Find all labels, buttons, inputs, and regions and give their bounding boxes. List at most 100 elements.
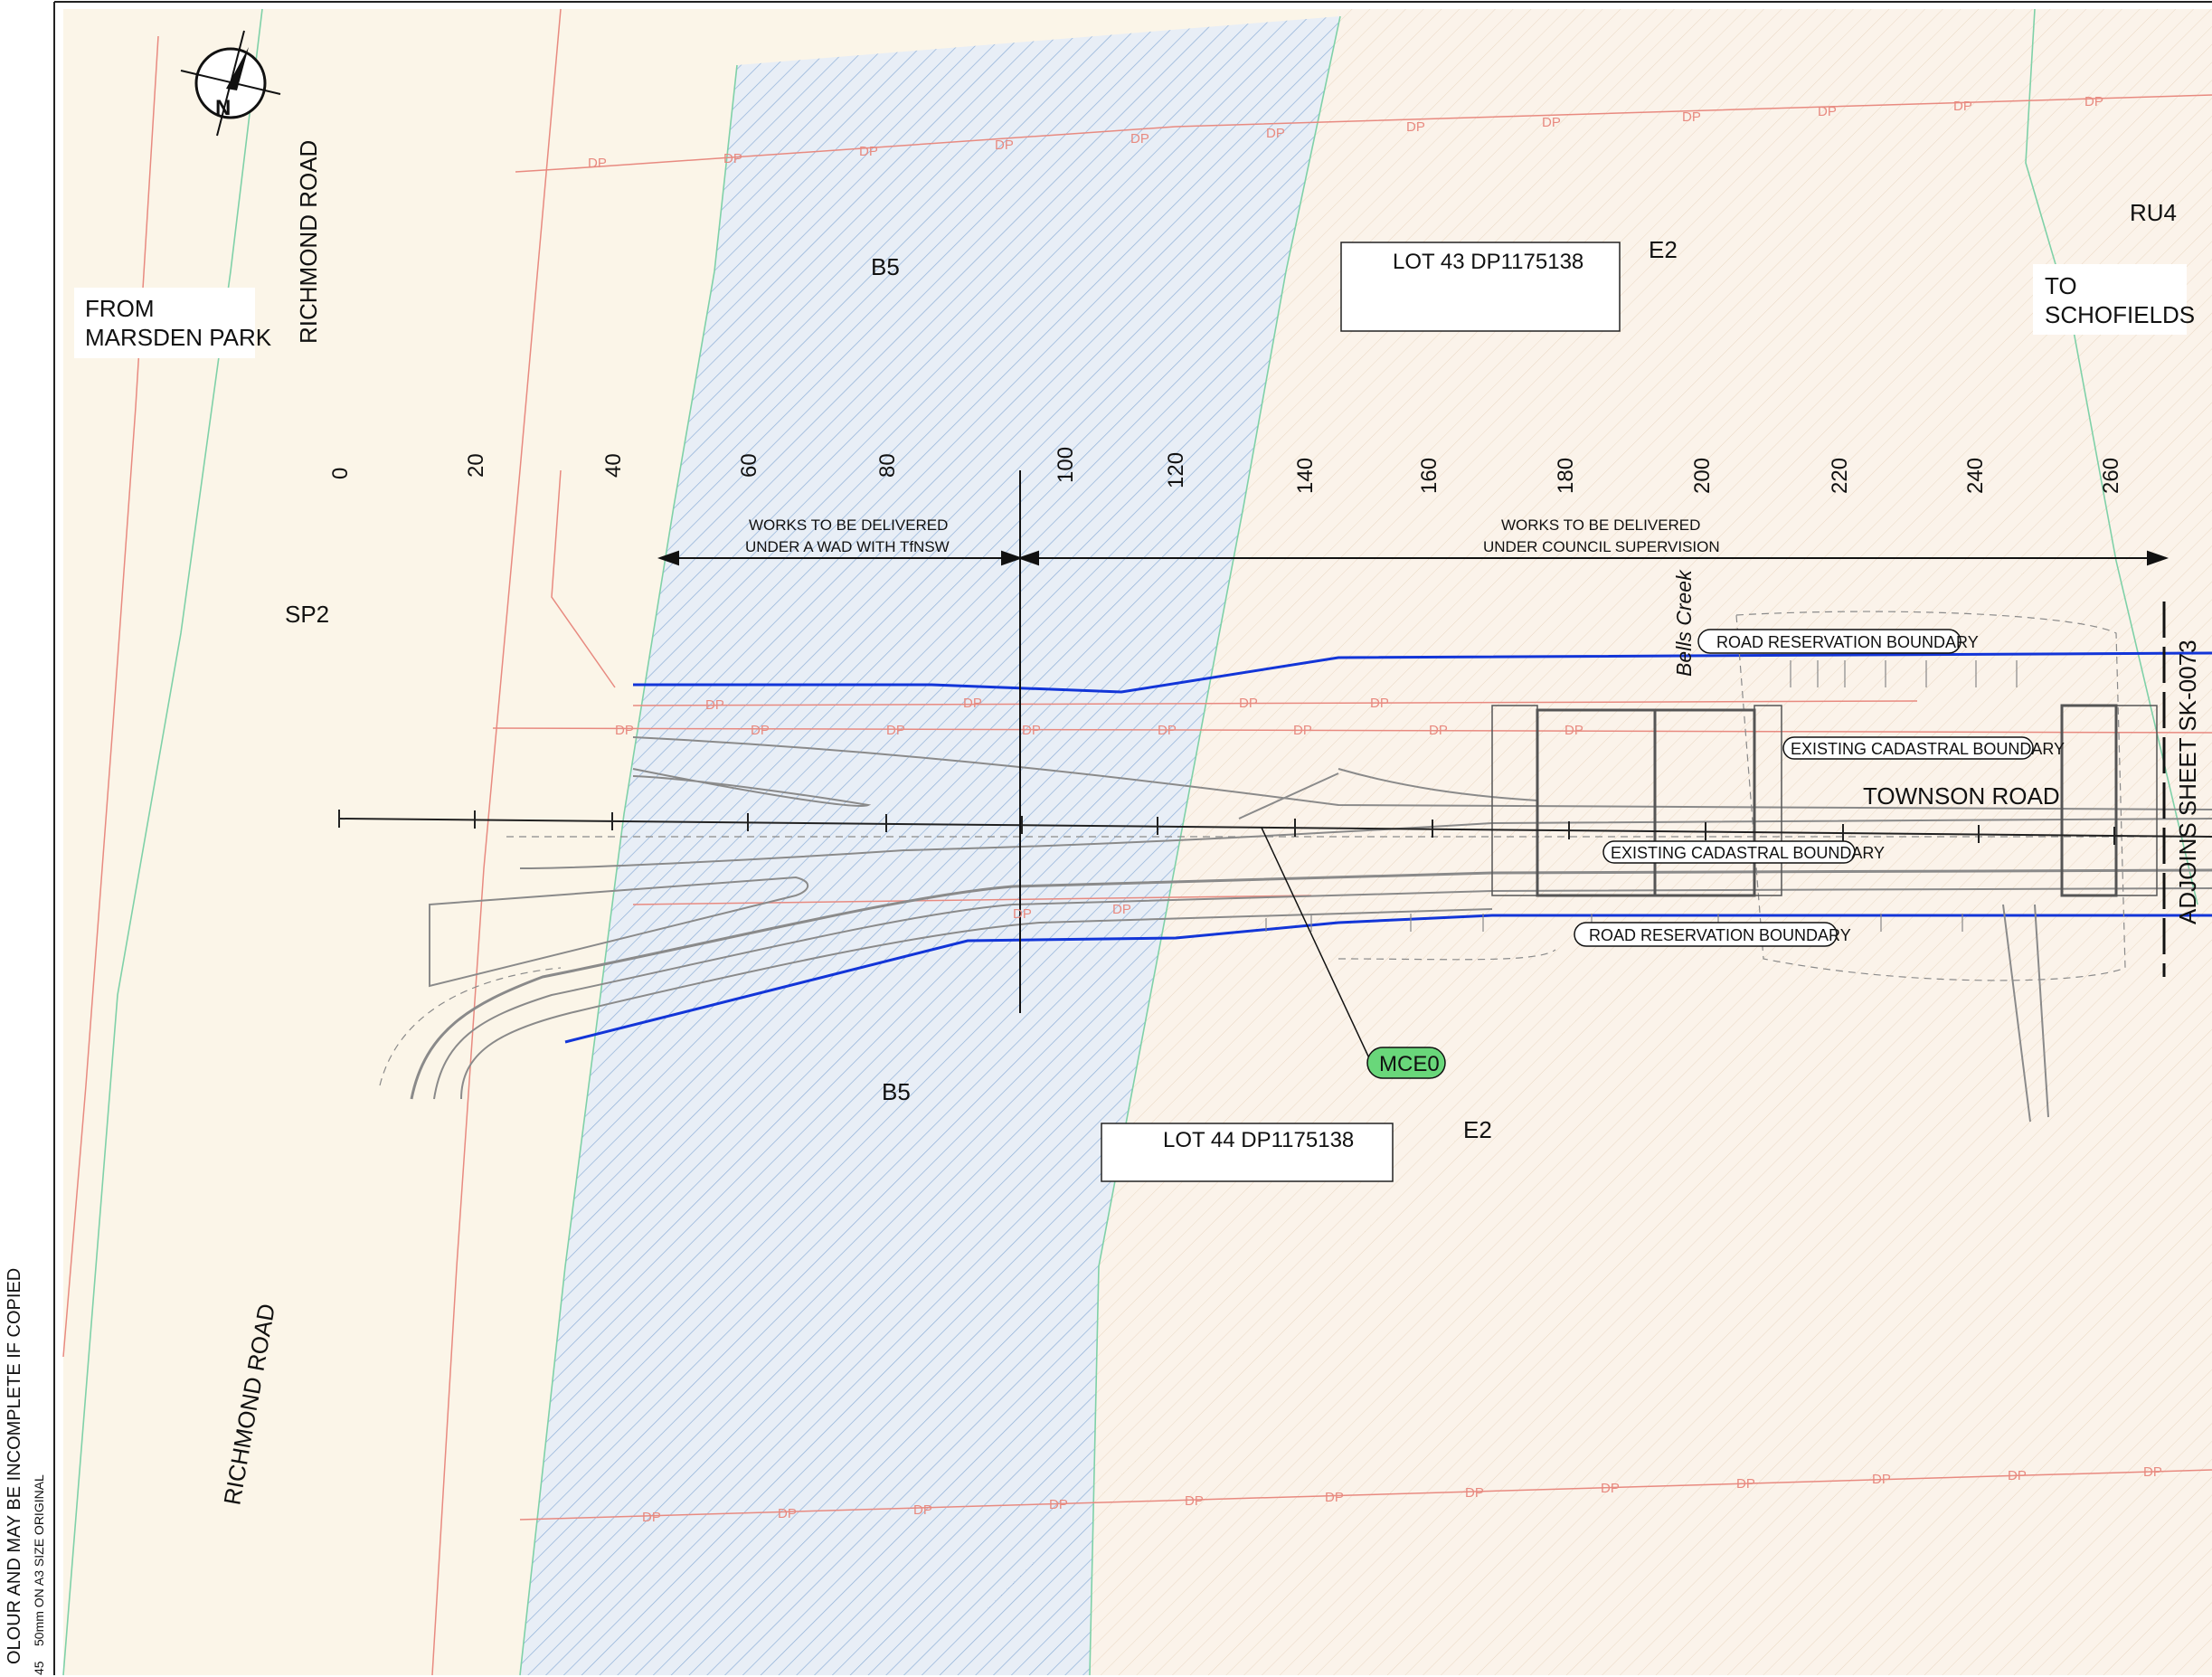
svg-text:DP: DP <box>1112 902 1131 917</box>
dp-labels: DP DP DP DP DP DP DP DP DP DP DP DP DP D… <box>588 94 2162 1525</box>
svg-text:DP: DP <box>1736 1476 1755 1492</box>
road-reservation-tag-bottom <box>1574 922 1838 947</box>
works-extent-dimension <box>657 470 2169 1013</box>
chainage-labels: 0 20 40 60 80 100 120 140 160 180 200 22… <box>328 447 2123 494</box>
svg-text:DP: DP <box>1013 906 1032 922</box>
svg-text:100: 100 <box>1054 447 1078 483</box>
zone-label-sp2: SP2 <box>285 601 329 628</box>
svg-text:DP: DP <box>2143 1464 2162 1480</box>
from-label-backdrop <box>74 288 255 358</box>
svg-text:DP: DP <box>751 723 770 738</box>
svg-text:DP: DP <box>859 144 878 159</box>
svg-text:DP: DP <box>963 696 982 711</box>
svg-text:DP: DP <box>886 723 905 738</box>
svg-text:120: 120 <box>1164 452 1188 488</box>
works-wad-line2: UNDER A WAD WITH TfNSW <box>745 538 950 555</box>
svg-text:DP: DP <box>913 1502 932 1518</box>
cadastral-tag-top <box>1782 736 2034 760</box>
from-label-line2: MARSDEN PARK <box>85 324 272 351</box>
svg-text:DP: DP <box>2008 1468 2027 1483</box>
to-label-line1: TO <box>2045 272 2077 299</box>
svg-text:DP: DP <box>1370 696 1389 711</box>
scale-note: 50mm ON A3 SIZE ORIGINAL <box>32 1474 46 1646</box>
zone-label-e2-bottom: E2 <box>1463 1116 1492 1143</box>
cadastral-tag-mid-text: EXISTING CADASTRAL BOUNDARY <box>1611 844 1885 862</box>
svg-text:DP: DP <box>1158 723 1177 738</box>
svg-text:260: 260 <box>2099 458 2123 494</box>
svg-text:0: 0 <box>328 468 353 479</box>
zone-boundary-green <box>62 8 263 1676</box>
svg-text:DP: DP <box>1049 1497 1068 1512</box>
svg-text:20: 20 <box>464 453 488 478</box>
bells-creek-label: Bells Creek <box>1672 569 1696 677</box>
svg-text:DP: DP <box>1818 104 1837 119</box>
copy-note: OLOUR AND MAY BE INCOMPLETE IF COPIED <box>5 1268 24 1664</box>
zone-label-e2-top: E2 <box>1649 236 1678 263</box>
svg-text:80: 80 <box>875 453 900 478</box>
dp-boundary-line <box>515 94 2212 173</box>
road-alignment-dashed <box>379 611 2212 1086</box>
svg-text:DP: DP <box>1325 1490 1344 1505</box>
dp-boundary-line <box>632 895 1312 905</box>
road-reservation-tag-top-text: ROAD RESERVATION BOUNDARY <box>1716 633 1979 651</box>
road-reservation-boundary-top <box>633 651 2212 694</box>
mce-leader-line <box>1261 827 1371 1061</box>
svg-text:140: 140 <box>1293 458 1318 494</box>
to-label-line2: SCHOFIELDS <box>2045 301 2195 328</box>
road-reservation-tag-bottom-text: ROAD RESERVATION BOUNDARY <box>1589 926 1851 944</box>
svg-text:DP: DP <box>1022 723 1041 738</box>
works-council-line2: UNDER COUNCIL SUPERVISION <box>1483 538 1720 555</box>
svg-text:60: 60 <box>737 453 761 478</box>
lot-44-box <box>1101 1123 1394 1182</box>
chainage-baseline <box>338 818 2212 838</box>
adjoins-sheet-label: ADJOINS SHEET SK-0073 <box>2174 640 2201 924</box>
svg-text:DP: DP <box>1406 119 1425 135</box>
dp-boundary-line <box>632 700 1918 706</box>
north-arrow-icon: N <box>180 30 281 137</box>
road-reservation-tag-top <box>1697 629 1961 654</box>
svg-text:40: 40 <box>601 453 626 478</box>
svg-text:DP: DP <box>588 156 607 171</box>
dp-boundary-line <box>62 35 159 1358</box>
dp-boundary-line <box>551 469 616 688</box>
svg-text:DP: DP <box>723 151 742 166</box>
richmond-road-label-top: RICHMOND ROAD <box>295 140 322 344</box>
svg-text:DP: DP <box>1564 723 1583 738</box>
svg-text:200: 200 <box>1690 458 1715 494</box>
road-alignment <box>410 736 2212 1123</box>
svg-text:DP: DP <box>1953 99 1972 114</box>
works-council-line1: WORKS TO BE DELIVERED <box>1501 516 1700 534</box>
svg-text:DP: DP <box>1429 723 1448 738</box>
batter-ticks <box>1265 660 2018 932</box>
road-reservation-boundary-bottom <box>564 914 2212 1044</box>
svg-text:DP: DP <box>778 1506 797 1521</box>
svg-text:DP: DP <box>995 137 1014 153</box>
north-letter: N <box>215 96 231 120</box>
b5-zone-hatch <box>520 16 1340 1675</box>
zone-boundary-green <box>519 64 738 1676</box>
svg-text:DP: DP <box>2084 94 2103 109</box>
svg-text:DP: DP <box>1130 131 1149 147</box>
culvert-structure <box>1491 704 2158 897</box>
svg-text:DP: DP <box>642 1510 661 1525</box>
lot-44-label: LOT 44 DP1175138 <box>1163 1128 1354 1152</box>
svg-text:DP: DP <box>1601 1481 1620 1496</box>
works-wad-line1: WORKS TO BE DELIVERED <box>749 516 948 534</box>
zone-label-b5-bottom: B5 <box>882 1078 911 1105</box>
lot-43-label: LOT 43 DP1175138 <box>1393 250 1583 274</box>
dp-boundary-line <box>431 8 562 1676</box>
dp-boundary-line <box>519 1469 2212 1521</box>
svg-text:DP: DP <box>1293 723 1312 738</box>
svg-text:160: 160 <box>1417 458 1442 494</box>
zone-label-b5-top: B5 <box>871 253 900 280</box>
svg-text:DP: DP <box>615 723 634 738</box>
mce-tag-text: MCE0 <box>1379 1052 1440 1076</box>
svg-text:DP: DP <box>1266 126 1285 141</box>
lot-43-box <box>1340 242 1621 332</box>
mce-tag <box>1366 1047 1446 1079</box>
svg-text:DP: DP <box>1465 1485 1484 1501</box>
townson-road-label: TOWNSON ROAD <box>1863 782 2060 810</box>
svg-text:DP: DP <box>1542 115 1561 130</box>
cadastral-tag-top-text: EXISTING CADASTRAL BOUNDARY <box>1791 740 2065 758</box>
